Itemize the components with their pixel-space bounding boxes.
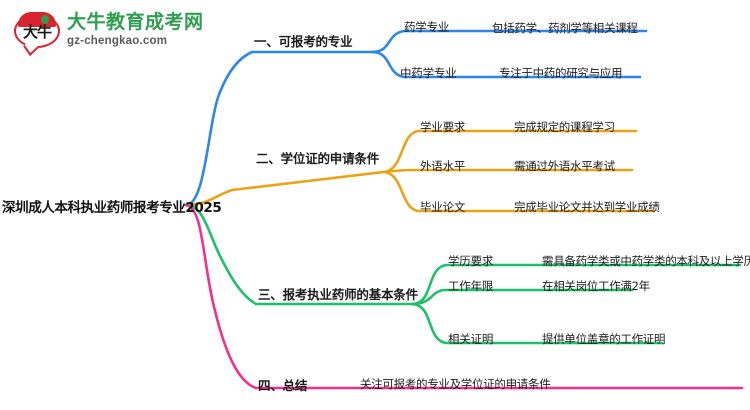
logo-char: 大牛 [22, 23, 52, 41]
branch-3-child-3-detail[interactable]: 提供单位盖章的工作证明 [542, 332, 666, 346]
branch-3-label[interactable]: 三、报考执业药师的基本条件 [258, 287, 418, 302]
branch-2-child-3-label[interactable]: 毕业论文 [420, 200, 466, 214]
branch-3-child-1-detail[interactable]: 需具备药学类或中药学类的本科及以上学历 [542, 254, 750, 268]
branch-1-child-2-label[interactable]: 中药学专业 [400, 66, 457, 80]
branch-3-child-1-label[interactable]: 学历要求 [448, 254, 494, 268]
branch-2-child-2-detail[interactable]: 需通过外语水平考试 [514, 159, 615, 173]
brand-name: 大牛教育成考网 [67, 11, 204, 34]
branch-2-child-3-detail[interactable]: 完成毕业论文并达到学业成绩 [514, 200, 660, 214]
logo-bubble-icon: 大牛 [14, 10, 60, 52]
branch-4-label[interactable]: 四、总结 [258, 378, 308, 393]
branch-2-label[interactable]: 二、学位证的申请条件 [256, 151, 380, 166]
branch-3-child-2-label[interactable]: 工作年限 [448, 279, 494, 293]
branch-4-child-1-label[interactable]: 关注可报考的专业及学位证的申请条件 [360, 377, 551, 391]
branch-2-child-2-label[interactable]: 外语水平 [420, 159, 466, 173]
branch-1-child-1-detail[interactable]: 包括药学、药剂学等相关课程 [492, 21, 638, 35]
branch-1-label[interactable]: 一、可报考的专业 [254, 34, 353, 49]
branch-3-child-3-label[interactable]: 相关证明 [448, 332, 494, 346]
mindmap-root-label: 深圳成人本科执业药师报考专业2025 [2, 200, 222, 216]
branch-2-child-1-label[interactable]: 学业要求 [420, 120, 466, 134]
branch-3-child-2-detail[interactable]: 在相关岗位工作满2年 [542, 279, 650, 293]
branch-1-child-2-detail[interactable]: 专注于中药的研究与应用 [499, 66, 623, 80]
branch-1-child-1-label[interactable]: 药学专业 [404, 20, 450, 34]
branch-2-child-1-detail[interactable]: 完成规定的课程学习 [514, 120, 615, 134]
site-logo: 大牛 大牛教育成考网 gz-chengkao.com [14, 10, 204, 52]
brand-url: gz-chengkao.com [67, 35, 168, 48]
